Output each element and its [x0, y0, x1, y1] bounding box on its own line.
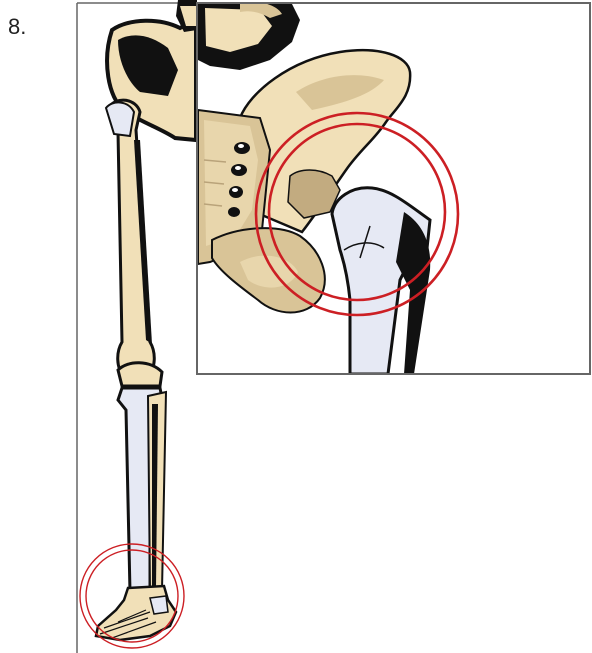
- skeleton-leg-illustration: [96, 0, 197, 640]
- hip-joint-zoom-illustration: [197, 0, 590, 374]
